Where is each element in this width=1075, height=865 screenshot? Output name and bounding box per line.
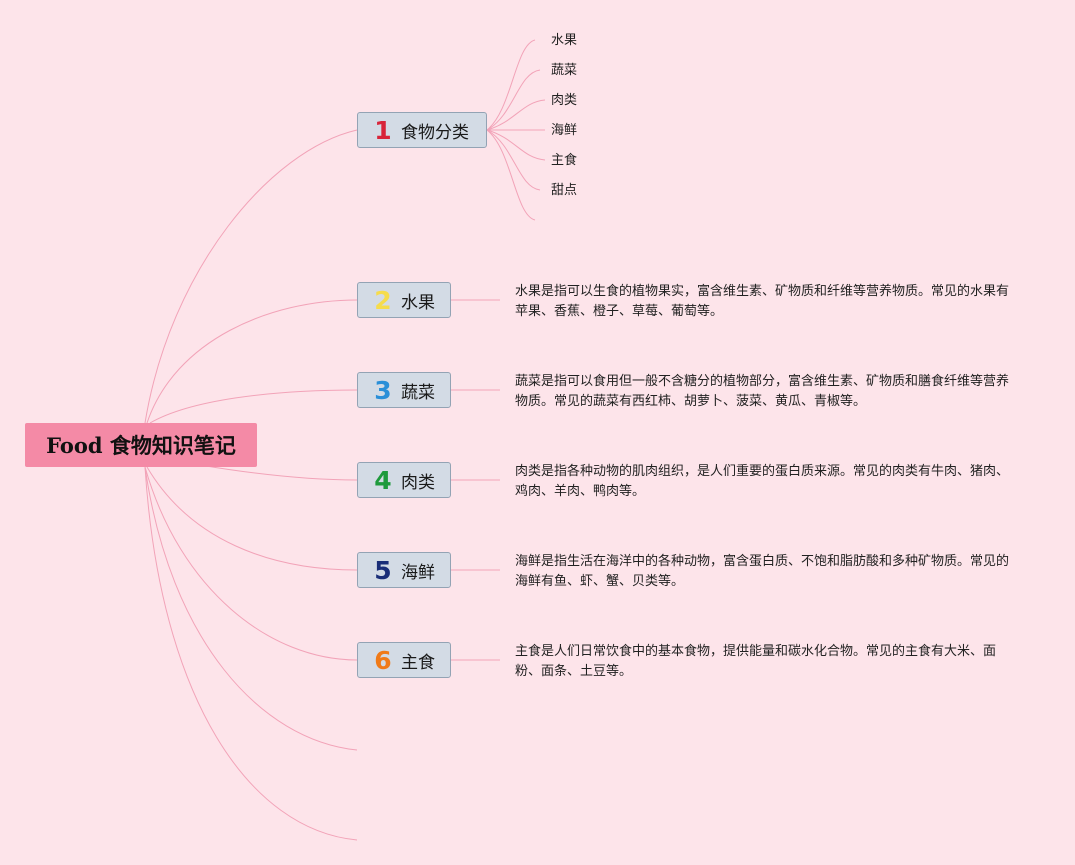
topic-node-staple[interactable]: 6 主食	[357, 642, 451, 678]
topic-label: 肉类	[401, 472, 435, 493]
subtopic-fruit[interactable]: 水果	[551, 33, 578, 48]
topic-label: 食物分类	[401, 122, 469, 143]
topic-node-vegetables[interactable]: 3 蔬菜	[357, 372, 451, 408]
number-4-icon: 4	[374, 465, 392, 495]
topic-node-fruit[interactable]: 2 水果	[357, 282, 451, 318]
number-2-icon: 2	[374, 285, 392, 315]
connector-sub-5	[486, 129, 546, 161]
topic-label: 蔬菜	[401, 382, 435, 403]
number-5-icon: 5	[374, 555, 392, 585]
connector-root-topic-4	[199, 464, 358, 481]
connector-sub-1	[486, 39, 536, 131]
subtopic-meat[interactable]: 肉类	[551, 93, 578, 108]
subtopic-seafood[interactable]: 海鲜	[551, 123, 578, 138]
connector-root-extra-2	[144, 466, 358, 841]
root-node[interactable]: Food 食物知识笔记	[25, 423, 257, 467]
number-6-icon: 6	[374, 645, 392, 675]
number-3-icon: 3	[374, 375, 392, 405]
root-title: Food 食物知识笔记	[46, 433, 236, 458]
topic-label: 水果	[401, 292, 435, 313]
description-seafood: 海鲜是指生活在海洋中的各种动物，富含蛋白质、不饱和脂肪酸和多种矿物质。常见的海鲜…	[515, 554, 1010, 589]
number-1-icon: 1	[374, 115, 392, 145]
connector-sub-7	[486, 129, 536, 221]
connector-root-extra-1	[144, 466, 358, 751]
description-meat: 肉类是指各种动物的肌肉组织，是人们重要的蛋白质来源。常见的肉类有牛肉、猪肉、鸡肉…	[515, 464, 1010, 499]
connector-root-topic-2	[146, 299, 358, 424]
connector-sub-6	[486, 129, 541, 191]
topic-node-meat[interactable]: 4 肉类	[357, 462, 451, 498]
topic-node-seafood[interactable]: 5 海鲜	[357, 552, 451, 588]
description-vegetables: 蔬菜是指可以食用但一般不含糖分的植物部分，富含维生素、矿物质和膳食纤维等营养物质…	[515, 374, 1010, 409]
subtopic-vegetables[interactable]: 蔬菜	[551, 63, 578, 78]
subtopic-dessert[interactable]: 甜点	[551, 183, 578, 198]
subtopic-staple[interactable]: 主食	[551, 153, 578, 168]
topic-label: 海鲜	[401, 562, 435, 583]
connector-root-topic-3	[149, 389, 358, 424]
connector-root-topic-5	[146, 466, 358, 571]
description-fruit: 水果是指可以生食的植物果实，富含维生素、矿物质和纤维等营养物质。常见的水果有苹果…	[515, 284, 1010, 319]
topic-label: 主食	[401, 652, 435, 673]
connector-sub-3	[486, 99, 546, 131]
connector-root-topic-1	[144, 129, 358, 424]
connector-sub-2	[486, 69, 541, 131]
topic-node-food-categories[interactable]: 1 食物分类	[357, 112, 487, 148]
connector-root-topic-6	[144, 466, 358, 661]
description-staple: 主食是人们日常饮食中的基本食物，提供能量和碳水化合物。常见的主食有大米、面粉、面…	[515, 644, 997, 679]
